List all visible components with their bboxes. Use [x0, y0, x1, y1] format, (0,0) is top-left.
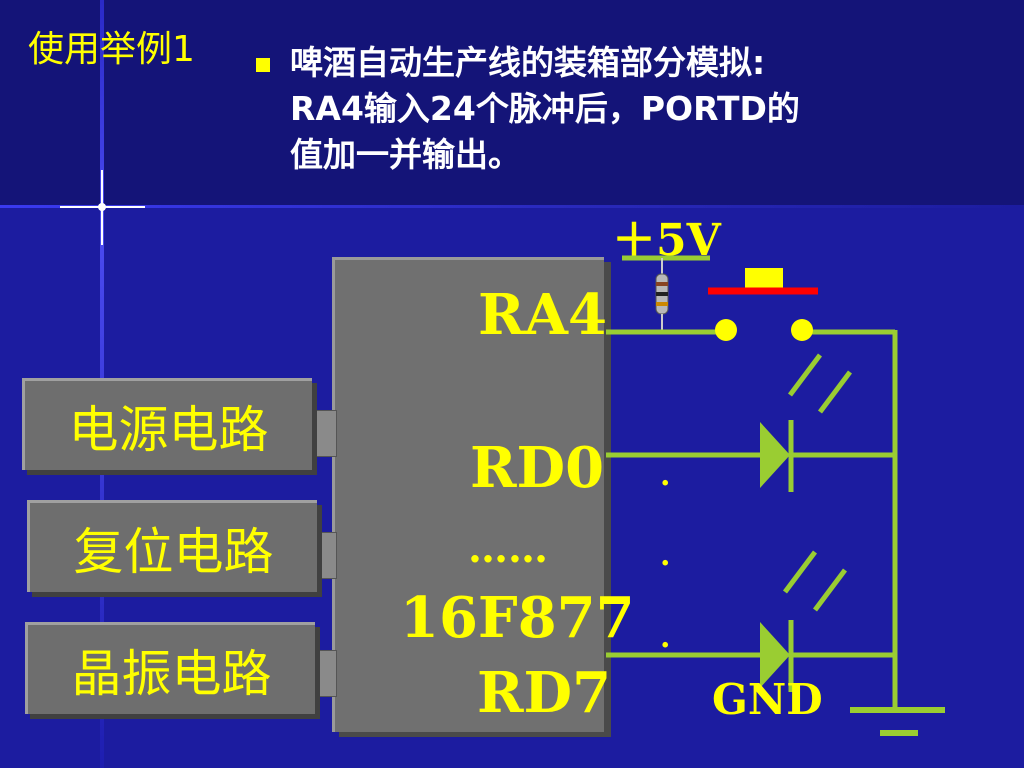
- rd7-led-icon: [606, 550, 895, 692]
- pin-label-rd7: RD7: [477, 660, 612, 726]
- gnd-label: GND: [712, 675, 823, 724]
- description-line-1: 啤酒自动生产线的装箱部分模拟:: [290, 43, 766, 82]
- vertical-dot-1: .: [660, 458, 671, 493]
- pin-label-ra4: RA4: [478, 282, 607, 348]
- crystal-connector-tab: [315, 650, 337, 697]
- crystal-circuit-block: 晶振电路: [25, 622, 315, 714]
- rd0-led-icon: [606, 353, 895, 492]
- mcu-chip: [332, 257, 604, 732]
- chip-model-label: 16F877: [400, 585, 635, 651]
- header-band: [0, 0, 1024, 205]
- slide-title: 使用举例1: [28, 29, 195, 70]
- description-line-2: RA4输入24个脉冲后，PORTD的: [290, 89, 800, 128]
- push-button-switch-icon: [708, 268, 818, 341]
- pullup-resistor-icon: [655, 258, 669, 332]
- vertical-dot-2: .: [660, 538, 671, 573]
- vertical-dot-3: .: [660, 620, 671, 655]
- reset-circuit-block: 复位电路: [27, 500, 317, 592]
- decorative-horizontal-line: [0, 205, 1024, 208]
- slide-description: 啤酒自动生产线的装箱部分模拟: RA4输入24个脉冲后，PORTD的 值加一并输…: [290, 40, 800, 178]
- power-circuit-block: 电源电路: [22, 378, 312, 470]
- ground-symbol-icon: [850, 707, 945, 736]
- bullet-icon: [256, 58, 270, 72]
- pin-label-rd0: RD0: [470, 435, 605, 501]
- power-connector-tab: [315, 410, 337, 457]
- description-line-3: 值加一并输出。: [290, 135, 521, 174]
- pin-label-dots: ……: [468, 525, 548, 572]
- vcc-label: ＋5V: [612, 215, 721, 266]
